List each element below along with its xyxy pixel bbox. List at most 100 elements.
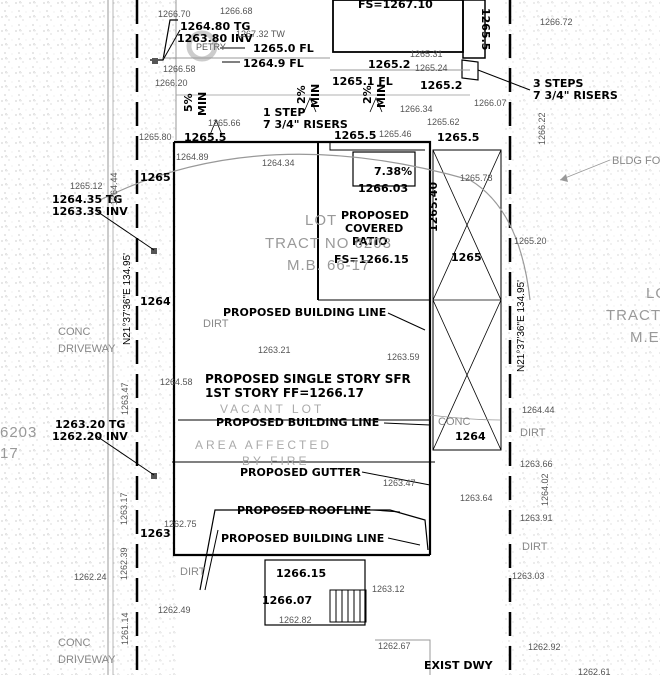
elev-1265-2a: 1265.2 [368,58,410,71]
dirt-label-3: DIRT [522,541,548,553]
spot-elevation: 1266.34 [400,104,433,114]
elev-1266-15: 1266.15 [276,567,326,580]
right-lot-label: LO [646,285,660,302]
tg-top: 1264.80 TG [180,20,250,33]
spot-elevation: 1262.92 [528,642,561,652]
min-2-label-a: 2% [295,85,308,104]
spot-elevation: 1266.68 [220,6,253,16]
elev-1266-07: 1266.07 [262,594,312,607]
spot-elevation: 1262.82 [279,615,312,625]
patio-label-1: PROPOSED [341,209,409,222]
spot-elevation: 1263.59 [387,352,420,362]
spot-elevation: 1264.34 [262,158,295,168]
spot-elevation: 1265.12 [70,181,103,191]
inv-top: 1263.80 INV [177,32,253,45]
drain-inlets [151,58,158,479]
spot-elevation: 1262.24 [74,572,107,582]
spot-elevation: 1261.14 [120,612,130,645]
conc-label-3: CONC [438,416,470,428]
dirt-label-2: DIRT [520,427,546,439]
spot-elevation: 1265.46 [379,129,412,139]
spot-elevation: 1265.20 [514,236,547,246]
spot-elevation: 1265.80 [139,132,172,142]
proposed-building-line-label-2: PROPOSED BUILDING LINE [216,416,379,429]
elev-1265-5-left: 1265.5 [184,131,226,144]
fs-top-label: FS=1267.10 [358,0,433,11]
right-mb-label: M.E [630,329,660,346]
dirt-label-4: DIRT [180,566,206,578]
spot-elevation: 1262.75 [164,519,197,529]
spot-elevation: 1263.64 [460,493,493,503]
spot-elevation: 1262.39 [119,547,129,580]
spot-elevation: 1263.03 [512,571,545,581]
spot-elevations: 1266.70 1266.68 1266.72 1266.58 1266.20 … [70,6,611,675]
gutter-roofline [172,419,435,591]
exist-dwy-label: EXIST DWY [424,659,494,672]
spot-elevation: 1262.67 [378,641,411,651]
slope-label: 7.38% [374,165,412,178]
bearing-left-label: N21°37'36"E 134.95' [122,253,133,345]
front-steps [264,559,431,675]
spot-elevation: 1266.07 [474,98,507,108]
proposed-building-line-label-3: PROPOSED BUILDING LINE [221,532,384,545]
spot-elevation: 1266.22 [537,112,547,145]
left-cut-1: 6203 [0,424,37,441]
driveway-label-2: DRIVEWAY [58,654,116,666]
min-2-min-label-a: MIN [309,84,322,108]
spot-elevation: 1266.72 [540,17,573,27]
vacant-lot-label: VACANT LOT [220,402,324,416]
patio-label-3: PATIO [352,235,388,248]
cross-bracing [432,149,502,451]
background-text: LOT TRACT NO 6203 M.B. 66-17 VACANT LOT … [0,29,660,666]
tg-mid: 1264.35 TG [52,193,122,206]
elev-1264-right: 1264 [455,430,486,443]
conc-label-2: CONC [58,637,90,649]
elev-1265-5-mid: 1265.5 [334,129,376,142]
spot-elevation: 1264.44 [109,172,119,205]
spot-elevation: 1265.31 [410,49,443,59]
spot-elevation: 1264.89 [176,152,209,162]
min-5-label: 5% [182,93,195,112]
spot-elevation: 1262.61 [578,667,611,675]
mb-label: M.B. 66-17 [287,257,370,274]
spot-elevation: 1263.66 [520,459,553,469]
elev-1265-right: 1265 [451,251,482,264]
spot-elevation: 1263.91 [520,513,553,523]
tw-label: 1267.32 TW [236,29,285,39]
elev-1264-left: 1264 [140,295,171,308]
elev-1266-03: 1266.03 [358,182,408,195]
elev-1263-left: 1263 [140,527,171,540]
by-fire-label: BY FIRE [242,454,309,468]
driveway-label-1: DRIVEWAY [58,343,116,355]
area-affected-label: AREA AFFECTED [195,438,332,452]
min-5-min-label: MIN [196,92,209,116]
existing-curves [99,153,611,421]
proposed-labels: PROPOSED BUILDING LINE PROPOSED SINGLE S… [122,0,660,672]
spot-elevation: 1265.62 [427,117,460,127]
patio-label-2: COVERED [345,222,403,235]
spot-elevation: 1266.58 [163,64,196,74]
spot-elevation: 1264.02 [540,473,550,506]
tract-no-label: TRACT NO 6203 [265,235,392,252]
planter-hatch [108,0,176,675]
bldg-fo-label: BLDG FO [612,155,660,167]
property-lines [107,0,512,675]
spot-elevation: 1266.20 [155,78,188,88]
fl-1: 1265.0 FL [253,42,314,55]
spot-elevation: 1263.12 [372,584,405,594]
elevation-callouts: 1264.80 TG 1263.80 INV 1265.0 FL 1264.9 … [52,8,492,607]
spot-elevation: 1263.47 [383,478,416,488]
petry-label: PETRY [196,42,226,52]
right-tract-label: TRACT [606,307,660,324]
proposed-sfr-label: PROPOSED SINGLE STORY SFR [205,372,411,386]
inv-mid: 1263.35 INV [52,205,128,218]
steps-label: 3 STEPS [533,77,583,90]
spot-elevation: 1264.58 [160,377,193,387]
risers-label: 7 3/4" RISERS [533,89,618,102]
spot-elevation: 1263.17 [119,492,129,525]
sidewalk-hatch-left [0,0,105,675]
elev-1265-40: 1265.40 [427,182,440,232]
spot-elevation: 1263.21 [258,345,291,355]
conc-label-1: CONC [58,326,90,338]
